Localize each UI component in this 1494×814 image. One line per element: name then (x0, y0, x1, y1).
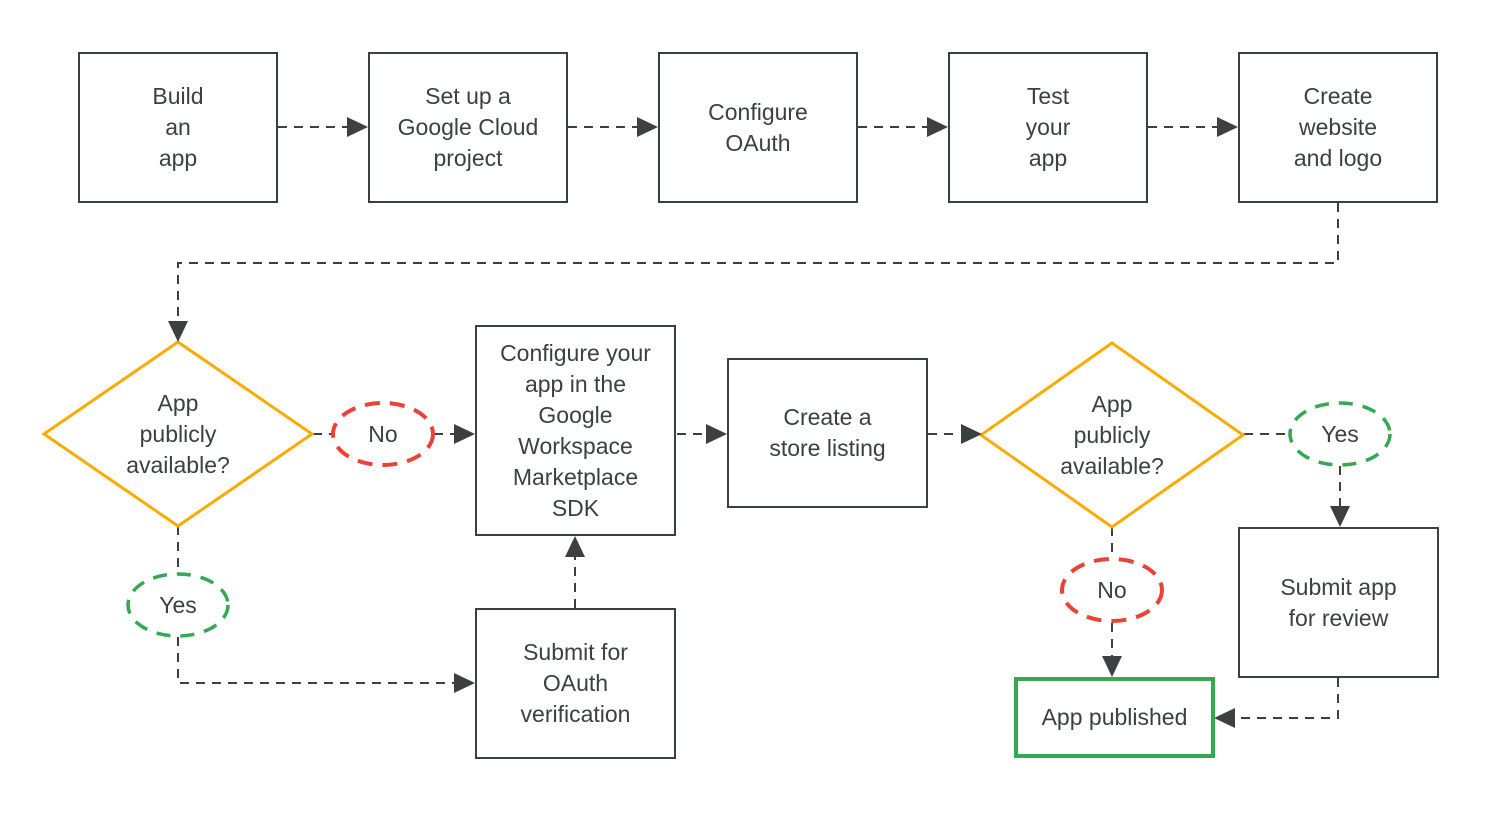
no-badge-left (331, 401, 435, 467)
edge-review-to-published (1235, 678, 1339, 719)
yes-badge-right (1288, 401, 1392, 467)
arrowhead (347, 117, 368, 137)
node-test-app: Test your app (948, 52, 1148, 203)
node-submit-review: Submit app for review (1238, 527, 1439, 678)
node-create-website: Create website and logo (1238, 52, 1438, 203)
decision-right-diamond (978, 341, 1246, 529)
node-build-app: Build an app (78, 52, 278, 203)
arrowhead (637, 117, 658, 137)
edge-yes-to-oauth-verification (177, 637, 455, 684)
node-configure-sdk: Configure your app in the Google Workspa… (475, 325, 676, 536)
arrowhead (706, 424, 727, 444)
yes-badge-left (126, 572, 230, 638)
arrowhead (565, 536, 585, 557)
arrowhead (1217, 117, 1238, 137)
arrowhead (454, 424, 475, 444)
decision-left-diamond (41, 340, 315, 528)
arrowhead (1330, 506, 1350, 527)
node-setup-gcp: Set up a Google Cloud project (368, 52, 568, 203)
arrowhead (1214, 708, 1235, 728)
node-app-published: App published (1014, 677, 1215, 758)
arrowhead (961, 424, 982, 444)
edge-website-to-decision-left (177, 203, 1339, 321)
arrowhead (1102, 656, 1122, 677)
node-configure-oauth: Configure OAuth (658, 52, 858, 203)
node-store-listing: Create a store listing (727, 358, 928, 508)
arrowhead (168, 321, 188, 342)
no-badge-right (1060, 557, 1164, 623)
arrowhead (927, 117, 948, 137)
node-submit-oauth: Submit for OAuth verification (475, 608, 676, 759)
arrowhead (454, 673, 475, 693)
